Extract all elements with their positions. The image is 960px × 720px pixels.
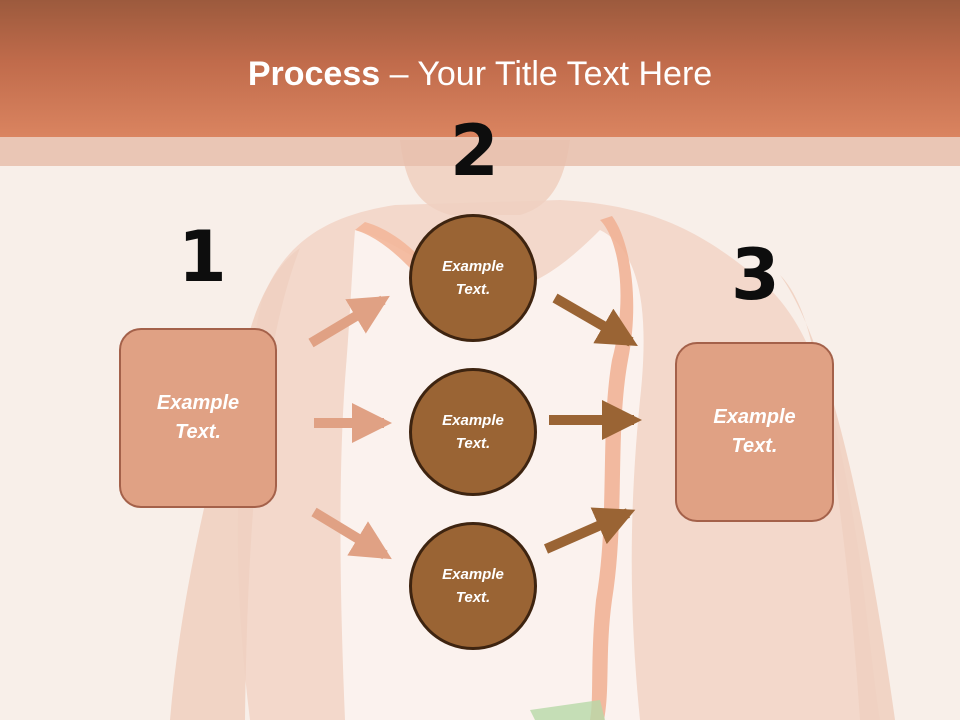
circle-middle: Example Text.	[409, 368, 537, 496]
step-1-box: Example Text.	[119, 328, 277, 508]
title-bold: Process	[247, 55, 381, 93]
slide-title: Process – Your Title Text Here	[0, 52, 960, 96]
step-number-3: 3	[731, 234, 780, 316]
circle-top: Example Text.	[409, 214, 537, 342]
arrow-1-to-circle-bottom	[311, 507, 392, 560]
step-3-text: Example Text.	[713, 406, 796, 457]
step-number-2: 2	[450, 110, 499, 192]
title-rest: – Your Title Text Here	[380, 55, 713, 93]
header-strip	[0, 137, 960, 166]
step-3-box: Example Text.	[675, 342, 834, 522]
circle-bottom-text: Example Text.	[442, 566, 504, 606]
arrow-1-to-circle-top	[308, 295, 390, 348]
step-1-text: Example Text.	[156, 392, 240, 443]
circle-middle-text: Example Text.	[442, 412, 504, 452]
header-band	[0, 0, 960, 137]
step-number-1: 1	[178, 216, 227, 298]
arrow-circle-bottom-to-3	[543, 507, 636, 554]
circle-top-text: Example Text.	[442, 258, 504, 298]
circle-bottom: Example Text.	[409, 522, 537, 650]
arrow-circle-top-to-3	[552, 293, 638, 347]
